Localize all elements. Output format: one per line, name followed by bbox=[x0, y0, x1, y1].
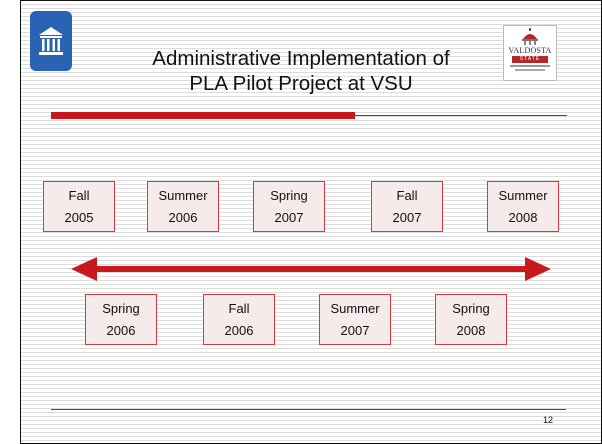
title-line-1: Administrative Implementation of bbox=[152, 47, 450, 70]
timeline-year: 2006 bbox=[106, 322, 136, 338]
logo-fine-print bbox=[510, 65, 550, 67]
timeline-box: Spring 2006 bbox=[85, 294, 157, 345]
timeline-box: Summer 2007 bbox=[319, 294, 391, 345]
slide-title: Administrative Implementation of PLA Pil… bbox=[91, 46, 511, 96]
timeline-term: Summer bbox=[498, 187, 548, 203]
timeline-year: 2007 bbox=[274, 209, 304, 225]
logo-wordmark: VALDOSTA bbox=[508, 46, 552, 55]
timeline-term: Spring bbox=[102, 300, 140, 316]
timeline-year: 2005 bbox=[64, 209, 94, 225]
timeline-term: Fall bbox=[68, 187, 90, 203]
timeline-box: Fall 2007 bbox=[371, 181, 443, 232]
university-dome-logo-icon: VALDOSTA STATE bbox=[503, 25, 557, 81]
timeline-year: 2006 bbox=[224, 322, 254, 338]
timeline-year: 2007 bbox=[340, 322, 370, 338]
timeline-box: Spring 2007 bbox=[253, 181, 325, 232]
timeline-term: Summer bbox=[330, 300, 380, 316]
slide: Administrative Implementation of PLA Pil… bbox=[20, 0, 602, 444]
timeline-year: 2008 bbox=[456, 322, 486, 338]
logo-fine-print-2 bbox=[515, 69, 545, 71]
timeline-term: Spring bbox=[452, 300, 490, 316]
timeline-box: Summer 2008 bbox=[487, 181, 559, 232]
timeline-box: Fall 2006 bbox=[203, 294, 275, 345]
timeline-arrow bbox=[71, 257, 551, 281]
timeline-term: Fall bbox=[228, 300, 250, 316]
timeline-box: Spring 2008 bbox=[435, 294, 507, 345]
government-building-seal-icon bbox=[30, 11, 72, 71]
timeline-term: Spring bbox=[270, 187, 308, 203]
title-line-2: PLA Pilot Project at VSU bbox=[189, 72, 413, 95]
timeline-year: 2007 bbox=[392, 209, 422, 225]
timeline-box: Fall 2005 bbox=[43, 181, 115, 232]
footer-divider bbox=[51, 409, 566, 410]
timeline-year: 2006 bbox=[168, 209, 198, 225]
timeline-box: Summer 2006 bbox=[147, 181, 219, 232]
title-underline-thin bbox=[355, 115, 567, 116]
timeline-term: Summer bbox=[158, 187, 208, 203]
title-underline-bar bbox=[51, 112, 355, 119]
timeline-year: 2008 bbox=[508, 209, 538, 225]
logo-band: STATE bbox=[512, 56, 548, 63]
page-number: 12 bbox=[543, 415, 554, 425]
timeline-term: Fall bbox=[396, 187, 418, 203]
